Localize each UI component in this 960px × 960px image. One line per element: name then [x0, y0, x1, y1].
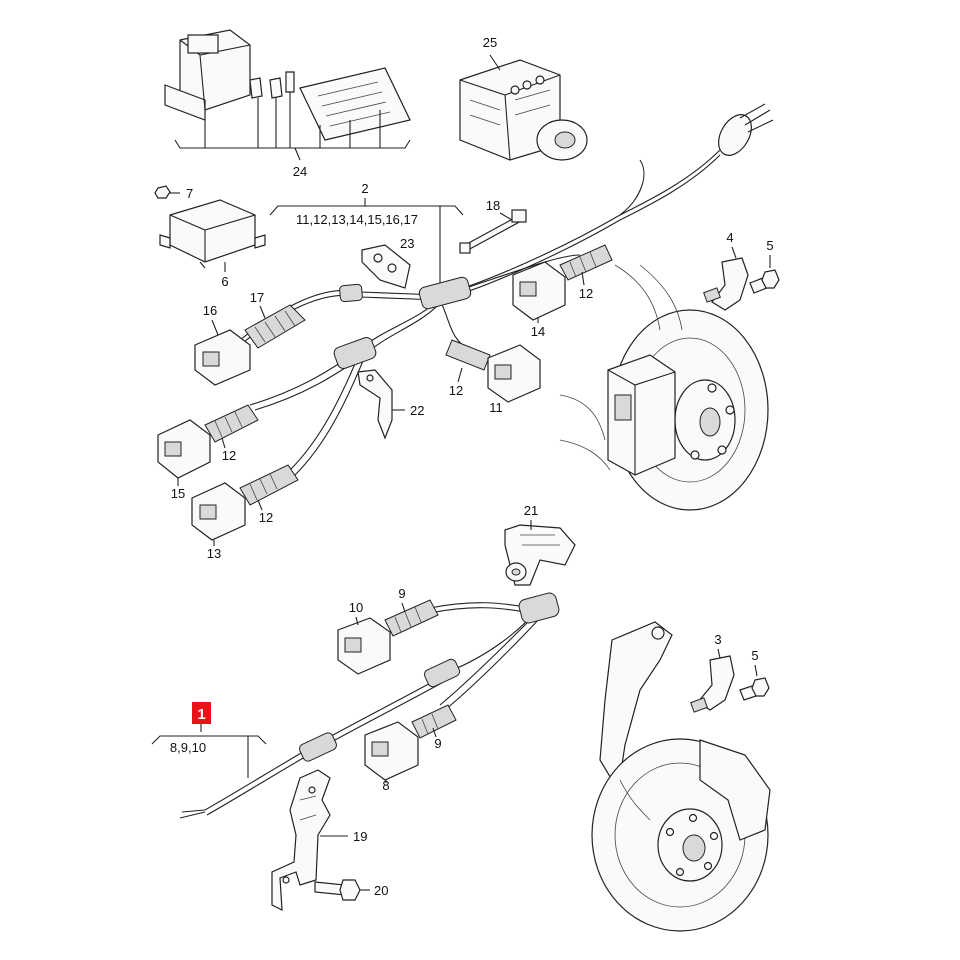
bracket-22	[357, 369, 393, 440]
callout-8: 8	[382, 778, 389, 793]
callout-2-list: 11,12,13,14,15,16,17	[296, 212, 418, 227]
rear-wiring-harness	[179, 592, 560, 819]
boot-17	[244, 304, 306, 349]
callout-1-highlight[interactable]: 1	[192, 702, 211, 724]
connector-14	[512, 261, 566, 321]
callout-22: 22	[410, 403, 424, 418]
callout-5-b: 5	[751, 648, 758, 663]
bracket-19	[271, 769, 331, 912]
callout-15: 15	[171, 486, 185, 501]
callout-23: 23	[400, 236, 414, 251]
boot-12-c	[445, 339, 491, 371]
callout-12-c: 12	[449, 383, 463, 398]
callout-12-d: 12	[579, 286, 593, 301]
connector-8	[364, 721, 419, 781]
callout-24: 24	[293, 164, 307, 179]
control-unit-6	[159, 199, 266, 269]
boot-12-b	[239, 464, 299, 506]
rear-brake-knuckle	[591, 621, 771, 932]
callout-1-list: 8,9,10	[170, 740, 206, 755]
callout-11: 11	[489, 400, 503, 415]
callout-5-a: 5	[766, 238, 773, 253]
front-wiring-harness	[239, 103, 774, 476]
connector-15	[157, 419, 211, 479]
bracket-21	[504, 524, 576, 586]
callout-16: 16	[203, 303, 217, 318]
callout-9-b: 9	[434, 736, 441, 751]
connector-13	[191, 482, 246, 541]
callout-9-a: 9	[398, 586, 405, 601]
nut-7	[154, 185, 180, 199]
callout-6: 6	[221, 274, 228, 289]
callout-1: 1	[197, 706, 205, 723]
callout-25: 25	[483, 35, 497, 50]
callout-10: 10	[349, 600, 363, 615]
callout-20: 20	[374, 883, 388, 898]
callout-19: 19	[353, 829, 367, 844]
connector-10	[337, 617, 391, 675]
callout-12-a: 12	[222, 448, 236, 463]
wheel-speed-sensor-4	[703, 257, 749, 311]
connector-11	[487, 344, 541, 403]
boot-12-d	[559, 244, 613, 281]
connector-16	[194, 329, 251, 386]
callout-7: 7	[186, 186, 193, 201]
hydraulic-unit	[459, 59, 588, 161]
callout-3: 3	[714, 632, 721, 647]
bolt-5-b	[739, 677, 770, 701]
wheel-speed-sensor-3	[690, 655, 735, 713]
boot-12-a	[204, 404, 259, 443]
clip-23	[361, 244, 411, 289]
bolt-20	[314, 879, 361, 901]
callout-2: 2	[361, 181, 368, 196]
callout-4: 4	[726, 230, 733, 245]
callout-18: 18	[486, 198, 500, 213]
callout-21: 21	[524, 503, 538, 518]
cable-tie-18	[459, 209, 527, 254]
callout-14: 14	[531, 324, 545, 339]
boot-9-b	[411, 704, 457, 739]
boot-9-a	[384, 599, 439, 637]
callout-12-b: 12	[259, 510, 273, 525]
callout-17: 17	[250, 290, 264, 305]
bolt-5-a	[749, 269, 780, 294]
abs-control-unit-kit	[164, 29, 411, 161]
callout-13: 13	[207, 546, 221, 561]
front-brake-disc-caliper	[559, 264, 769, 511]
